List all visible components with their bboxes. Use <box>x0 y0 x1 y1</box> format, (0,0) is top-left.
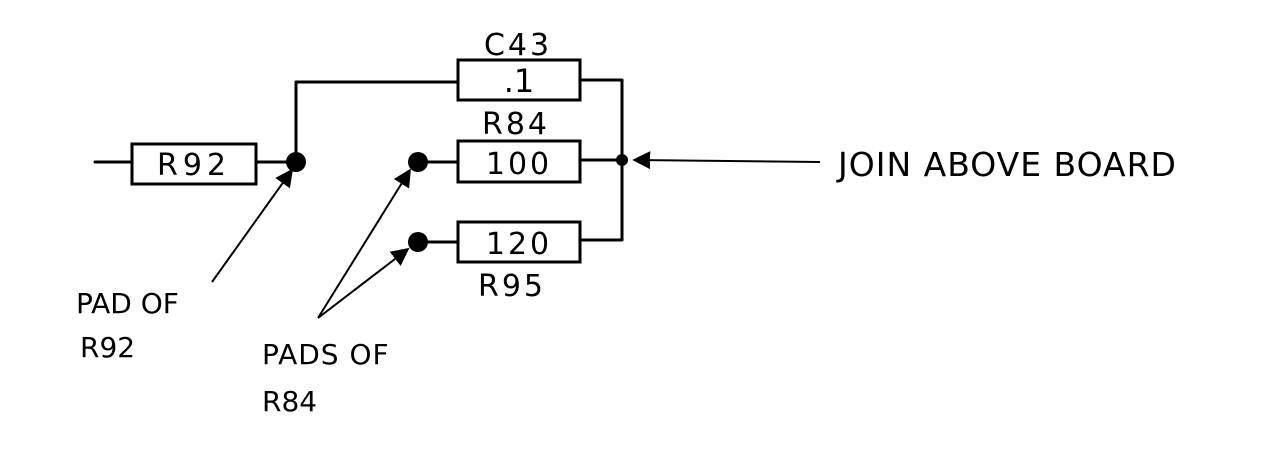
r84-resistor <box>456 139 582 184</box>
c43-capacitor <box>456 58 582 102</box>
pads-of-r84-label-line1: PADS OF <box>262 338 390 371</box>
join-above-board-label: JOIN ABOVE BOARD <box>836 145 1177 184</box>
pad-r92-arrow <box>211 168 294 283</box>
node-to-c43-wire <box>294 80 460 164</box>
r84-value-label: 100 <box>486 147 552 182</box>
r95-value-label: 120 <box>486 227 552 262</box>
r92-pad-dot <box>286 152 306 172</box>
c43-ref-label: C43 <box>484 28 552 63</box>
r84-ref-label: R84 <box>482 107 550 142</box>
r95-resistor <box>456 220 582 264</box>
pad-of-r92-label-line1: PAD OF <box>76 287 179 320</box>
r92-ref-label: R92 <box>157 148 231 183</box>
r92-resistor <box>130 142 258 186</box>
pads-r84-arrow-upper <box>317 168 411 319</box>
pads-r84-arrow-lower <box>317 247 410 319</box>
r84-pad-dot-lower <box>408 232 428 252</box>
junction-dot <box>616 154 628 166</box>
join-arrow <box>632 151 821 170</box>
pad-of-r92-label-line2: R92 <box>80 331 135 364</box>
r95-ref-label: R95 <box>478 269 546 304</box>
c43-value-label: .1 <box>504 62 535 100</box>
r84-pad-dot-upper <box>408 152 428 172</box>
pads-of-r84-label-line2: R84 <box>262 385 317 418</box>
